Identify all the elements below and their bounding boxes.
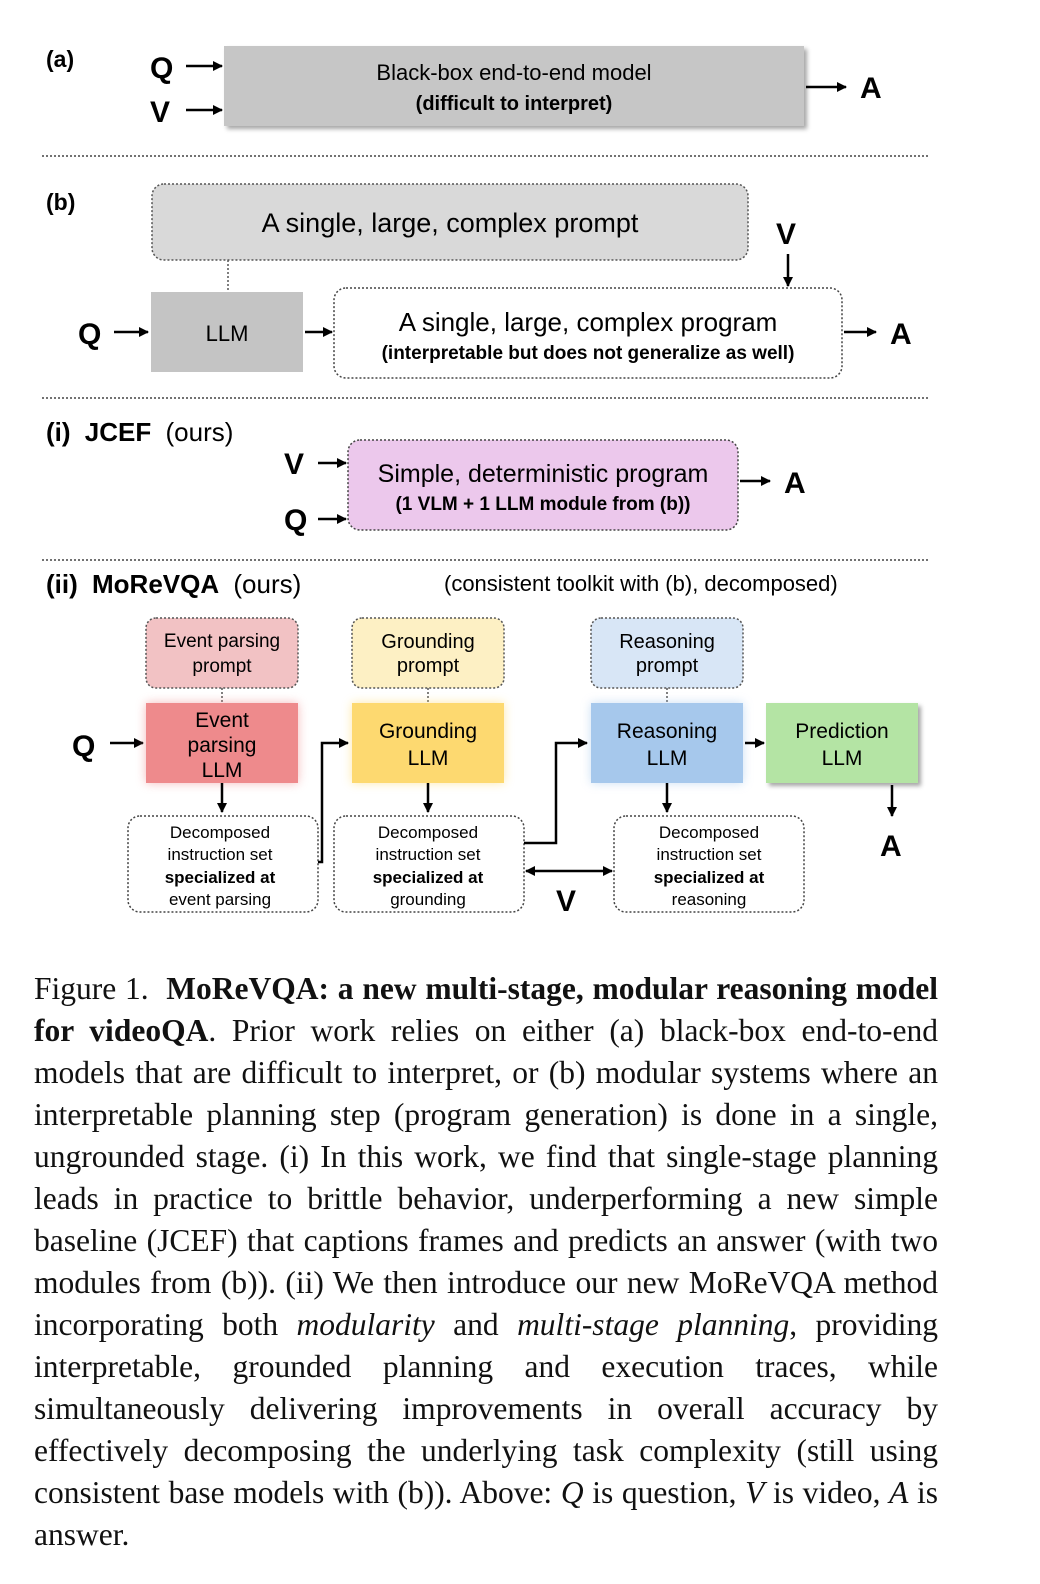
event-set-l4: event parsing [169, 890, 271, 909]
reasoning-set-l3: specialized at [654, 868, 765, 887]
reasoning-set-l2: instruction set [657, 845, 762, 864]
panel-i-suffix: (ours) [165, 417, 233, 447]
panel-a: (a) Q V Black-box end-to-end model (diff… [46, 46, 882, 129]
panel-i-label: (i) [46, 417, 71, 447]
event-parsing-llm-box [146, 703, 298, 783]
caption-title: MoReVQA: a new multi-stage, modular reas… [34, 971, 939, 1048]
panel-i-v: V [284, 448, 304, 481]
panel-i-name: JCEF [85, 417, 151, 447]
panel-b-v: V [776, 218, 796, 251]
grounding-llm-l1: Grounding [379, 720, 477, 743]
panel-a-q: Q [150, 52, 173, 85]
grounding-llm-box [352, 703, 504, 783]
prediction-llm-l2: LLM [822, 747, 863, 770]
panel-a-label: (a) [46, 46, 74, 72]
grounding-set-l3: specialized at [373, 868, 484, 887]
single-prompt-text: A single, large, complex prompt [262, 208, 639, 238]
llm-box [151, 292, 303, 372]
connector-grounding-set-to-reasoning-llm [524, 738, 588, 845]
blackbox-line2: (difficult to interpret) [416, 93, 613, 115]
grounding-prompt-l1: Grounding [381, 631, 474, 653]
event-llm-l1: Event [195, 709, 249, 732]
panel-ii-suffix: (ours) [233, 569, 301, 599]
event-llm-l3: LLM [202, 759, 243, 782]
panel-ii-v: V [556, 885, 576, 918]
prediction-llm-l1: Prediction [795, 720, 888, 743]
event-llm-l2: parsing [188, 734, 257, 757]
single-program-box [333, 287, 843, 379]
event-parsing-prompt-box [145, 617, 299, 689]
reasoning-instruction-set-box [613, 815, 805, 913]
connector-event-set-to-grounding-llm [318, 738, 349, 864]
jcef-line2: (1 VLM + 1 LLM module from (b)) [395, 494, 690, 515]
single-prompt-box [151, 183, 749, 261]
reasoning-set-l1: Decomposed [659, 823, 759, 842]
reasoning-set-l4: reasoning [672, 890, 747, 909]
program-line1: A single, large, complex program [399, 307, 778, 337]
reasoning-llm-l2: LLM [647, 747, 688, 770]
panel-ii: (ii) MoReVQA (ours) (consistent toolkit … [46, 569, 918, 918]
caption-a-definition: is answer. [34, 1475, 938, 1552]
grounding-set-l2: instruction set [376, 845, 481, 864]
reasoning-prompt-box [590, 617, 744, 689]
caption-part3: , providing interpretable, grounded plan… [34, 1307, 938, 1510]
caption-q-symbol: Q [560, 1475, 584, 1510]
panel-ii-label: (ii) [46, 569, 78, 599]
panel-ii-answer: A [880, 830, 902, 863]
panel-b-label: (b) [46, 189, 75, 215]
caption-italic-multistage: multi-stage planning [517, 1307, 790, 1342]
reasoning-prompt-l2: prompt [636, 655, 699, 677]
caption-part2: and [434, 1307, 518, 1342]
event-set-l2: instruction set [168, 845, 273, 864]
grounding-set-l1: Decomposed [378, 823, 478, 842]
event-set-l3: specialized at [165, 868, 276, 887]
panel-b-q: Q [78, 318, 101, 351]
grounding-set-l4: grounding [390, 890, 466, 909]
reasoning-llm-box [591, 703, 743, 783]
panel-a-answer: A [860, 72, 882, 105]
caption-q-definition: is question, [583, 1475, 746, 1510]
event-set-l1: Decomposed [170, 823, 270, 842]
figure-diagram: (a) Q V Black-box end-to-end model (diff… [42, 46, 930, 918]
figure-label: Figure 1. [34, 971, 149, 1006]
panel-a-v: V [150, 96, 170, 129]
prediction-llm-box [766, 703, 918, 783]
panel-i: (i) JCEF (ours) V Q Simple, deterministi… [46, 417, 806, 537]
event-parsing-prompt-l2: prompt [192, 656, 252, 677]
reasoning-llm-l1: Reasoning [617, 720, 717, 743]
figure-caption: Figure 1. MoReVQA: a new multi-stage, mo… [34, 968, 938, 1556]
jcef-program-box [347, 439, 739, 531]
caption-v-symbol: V [745, 1475, 765, 1510]
panel-ii-name: MoReVQA [92, 569, 219, 599]
grounding-prompt-box [351, 617, 505, 689]
panel-b-answer: A [890, 318, 912, 351]
panel-i-answer: A [784, 467, 806, 500]
caption-italic-modularity: modularity [296, 1307, 435, 1342]
grounding-llm-l2: LLM [408, 747, 449, 770]
event-parsing-prompt-l1: Event parsing [164, 631, 280, 652]
panel-ii-note: (consistent toolkit with (b), decomposed… [444, 571, 838, 596]
reasoning-prompt-l1: Reasoning [619, 631, 715, 653]
panel-ii-q: Q [72, 730, 95, 763]
blackbox-model-box [224, 46, 804, 126]
llm-label: LLM [206, 321, 249, 346]
caption-v-definition: is video, [764, 1475, 890, 1510]
blackbox-line1: Black-box end-to-end model [376, 60, 651, 85]
caption-part1: . Prior work relies on either (a) black-… [34, 1013, 938, 1342]
panel-i-q: Q [284, 504, 307, 537]
panel-i-heading: (i) JCEF (ours) [46, 417, 233, 447]
panel-ii-heading: (ii) MoReVQA (ours) [46, 569, 301, 599]
jcef-line1: Simple, deterministic program [378, 460, 709, 488]
caption-a-symbol: A [889, 1475, 909, 1510]
grounding-prompt-l2: prompt [397, 655, 460, 677]
panel-b: (b) A single, large, complex prompt V Q … [46, 183, 912, 379]
grounding-instruction-set-box [333, 815, 525, 913]
program-line2: (interpretable but does not generalize a… [382, 343, 795, 364]
event-instruction-set-box [127, 815, 319, 913]
